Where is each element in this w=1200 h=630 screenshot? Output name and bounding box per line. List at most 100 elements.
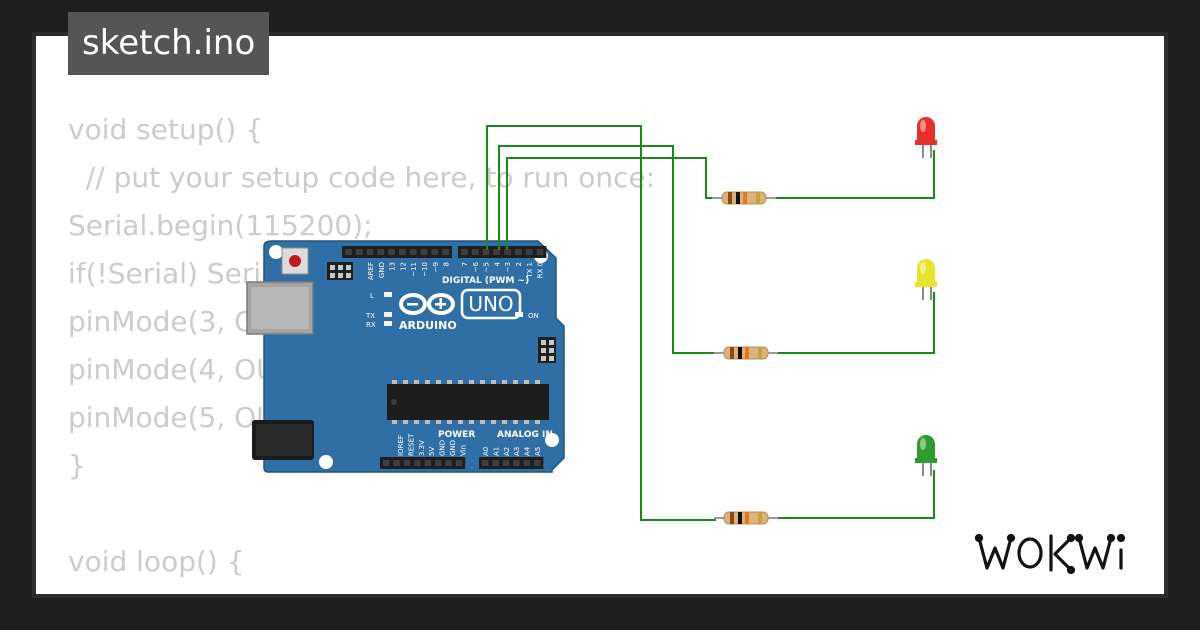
pin-label: RESET: [407, 433, 415, 456]
header-pin[interactable]: [504, 249, 511, 255]
resistor[interactable]: [712, 191, 776, 205]
code-line: void setup() {: [68, 113, 264, 146]
header-pin[interactable]: [515, 249, 522, 255]
pin-label: ~11: [410, 262, 418, 277]
header-pin[interactable]: [534, 460, 541, 466]
reset-button-cap[interactable]: [289, 255, 301, 267]
code-line: // put your main code here, to run repea…: [68, 586, 728, 594]
pin-label: GND: [378, 262, 386, 278]
tx-label: TX: [365, 312, 375, 320]
header-pin[interactable]: [445, 460, 452, 466]
icsp-header-2: [538, 337, 556, 363]
power-header[interactable]: [380, 457, 466, 469]
pin-label: A3: [513, 447, 521, 456]
pin-label: 2: [515, 262, 523, 266]
resistor[interactable]: [714, 346, 778, 360]
pin-label: 8: [443, 262, 451, 266]
digital-header[interactable]: [342, 246, 547, 258]
wire-yellow-led: [772, 292, 935, 354]
wire-green: [486, 125, 716, 521]
resistor[interactable]: [714, 511, 778, 525]
pin-label: RX 0: [537, 262, 545, 278]
header-pin[interactable]: [493, 249, 501, 255]
header-pin[interactable]: [482, 460, 489, 466]
pin-label: ~5: [483, 262, 491, 272]
analog-header[interactable]: [479, 457, 544, 469]
mount-hole: [269, 245, 283, 259]
pin-label: A5: [534, 447, 542, 456]
led-red[interactable]: [915, 117, 937, 158]
header-pin[interactable]: [377, 249, 385, 255]
led-green[interactable]: [915, 435, 937, 476]
pin-label: GND: [449, 440, 457, 456]
arduino-label: ARDUINO: [399, 319, 457, 332]
pin-label: GND: [439, 440, 447, 456]
pin-label: 12: [399, 262, 407, 271]
header-pin[interactable]: [502, 460, 510, 466]
header-pin[interactable]: [431, 249, 439, 255]
header-pin[interactable]: [414, 460, 421, 466]
header-pin[interactable]: [345, 249, 352, 255]
pin-label: ~3: [504, 262, 512, 272]
code-line: }: [68, 449, 86, 482]
pin-label: ~6: [472, 261, 480, 272]
l-label: L: [370, 292, 374, 300]
header-pin[interactable]: [393, 460, 400, 466]
header-pin[interactable]: [399, 249, 406, 255]
simulation-canvas[interactable]: void setup() { // put your setup code he…: [36, 36, 1164, 594]
header-pin[interactable]: [420, 249, 428, 255]
pin-label: A1: [492, 447, 500, 456]
wire-red: [506, 157, 718, 250]
code-line: Serial.begin(115200);: [68, 209, 373, 242]
uno-badge: [460, 288, 522, 320]
header-pin[interactable]: [409, 249, 417, 255]
header-pin[interactable]: [403, 460, 411, 466]
header-pin[interactable]: [471, 249, 479, 255]
pin-label: 7: [461, 262, 469, 266]
led-yellow[interactable]: [915, 259, 937, 300]
analog-header-label: ANALOG IN: [497, 430, 553, 440]
pin-label: A4: [524, 446, 532, 456]
header-pin[interactable]: [435, 460, 442, 466]
header-pin[interactable]: [536, 249, 544, 255]
sketch-title[interactable]: sketch.ino: [68, 12, 270, 75]
pin-label: IOREF: [397, 435, 405, 456]
header-pin[interactable]: [366, 249, 374, 255]
header-pin[interactable]: [525, 249, 533, 255]
header-pin[interactable]: [442, 249, 449, 255]
header-pin[interactable]: [523, 460, 530, 466]
pin-label: 5V: [428, 447, 436, 456]
code-line: // put your setup code here, to run once…: [68, 161, 656, 194]
header-pin[interactable]: [461, 249, 468, 255]
header-pin[interactable]: [383, 460, 390, 466]
wokwi-logo: [975, 533, 1126, 575]
pin-label: 3.3V: [418, 440, 426, 456]
header-pin[interactable]: [388, 249, 395, 255]
on-label: ON: [528, 312, 539, 320]
arduino-infinity-icon: [399, 293, 455, 315]
pin-label: ~10: [421, 262, 429, 277]
wires[interactable]: [486, 125, 935, 521]
icsp-header: [327, 262, 353, 280]
atmega-chip: [387, 380, 549, 424]
code-line: void loop() {: [68, 545, 245, 578]
pin-label: TX 1: [526, 262, 534, 279]
header-pin[interactable]: [355, 249, 363, 255]
header-pin[interactable]: [482, 249, 490, 255]
header-pin[interactable]: [513, 460, 520, 466]
wire-green-led: [778, 470, 935, 519]
header-pin[interactable]: [492, 460, 499, 466]
pin-label: A2: [503, 447, 511, 456]
led-rx-indicator: [384, 321, 392, 326]
header-pin[interactable]: [455, 460, 463, 466]
pin-label: ~9: [432, 262, 440, 272]
pin-label: 13: [389, 262, 397, 271]
pin-label: 4: [493, 261, 501, 266]
wire-yellow: [498, 145, 720, 354]
header-pin[interactable]: [424, 460, 431, 466]
